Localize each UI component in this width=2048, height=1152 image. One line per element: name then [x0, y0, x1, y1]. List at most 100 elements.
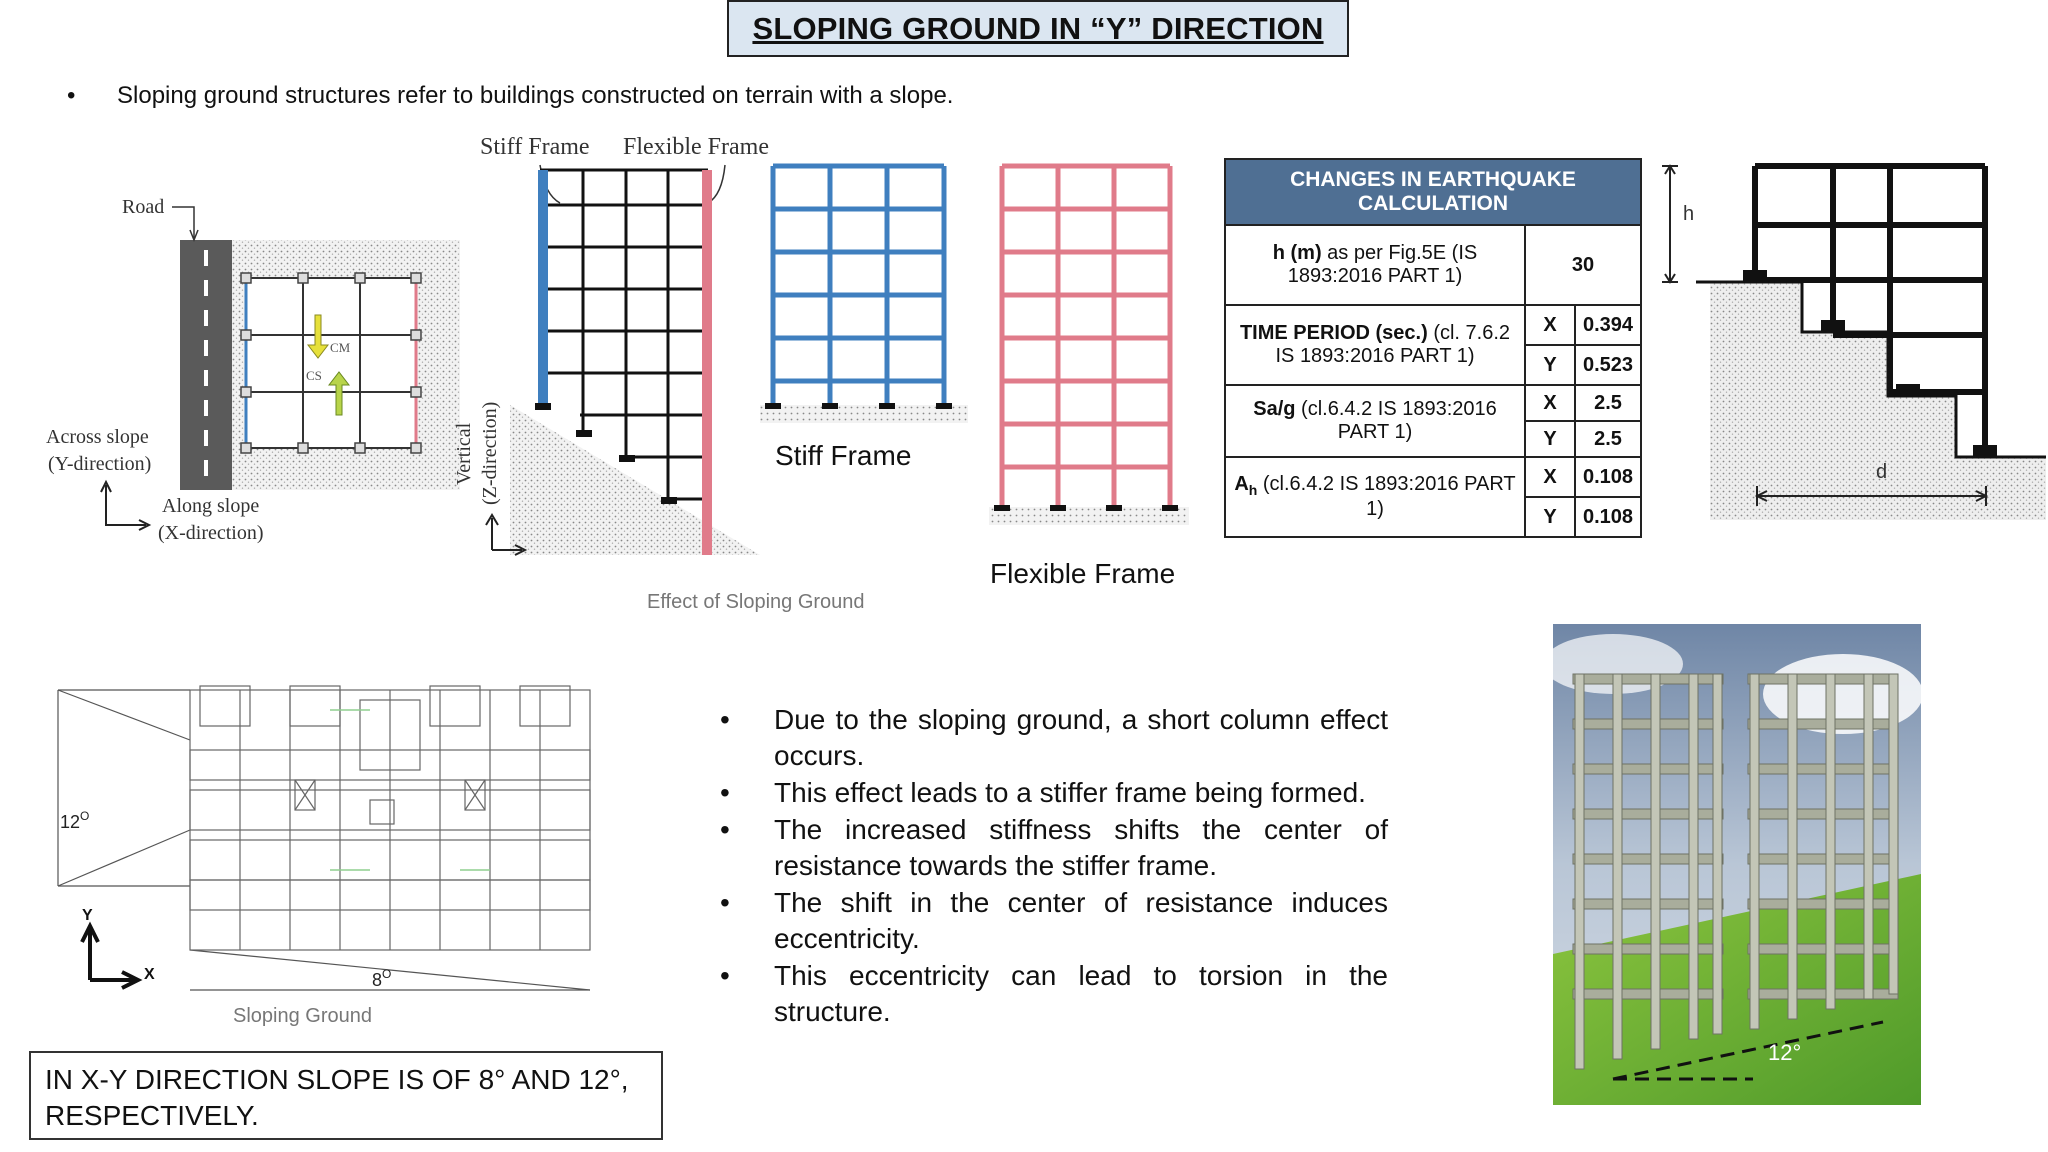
stiff-frame-label: Stiff Frame [775, 440, 912, 471]
building-columns [1574, 673, 1899, 1070]
effects-bullet-list: •Due to the sloping ground, a short colu… [720, 702, 1388, 1031]
axis-arrow-up [100, 479, 112, 493]
table-row: h (m) as per Fig.5E (IS 1893:2016 PART 1… [1224, 224, 1642, 306]
height-dimension [1662, 164, 1678, 284]
axis-y-label: Y [82, 907, 93, 924]
table-row: Ah (cl.6.4.2 IS 1893:2016 PART 1) X 0.10… [1224, 456, 1642, 538]
plan-caption: Sloping Ground [233, 1005, 372, 1027]
bullet-dot: • [67, 82, 76, 109]
bullet-dot: • [720, 887, 730, 918]
slope-angle-lines [1612, 1020, 1884, 1081]
road-label: Road [122, 196, 164, 218]
slope-note-box: IN X-Y DIRECTION SLOPE IS OF 8° AND 12°,… [29, 1051, 663, 1140]
angle-12-label: 12O [60, 809, 89, 832]
x-direction-label: (X-direction) [158, 522, 264, 544]
table-cell-value: 2.5 [1574, 384, 1642, 422]
flexible-column [702, 170, 712, 555]
road-strip [180, 240, 232, 490]
h-label: h [1683, 203, 1694, 225]
road-pointer-head [189, 229, 199, 243]
arrow-up-icon [327, 371, 351, 416]
bullet-dot: • [720, 704, 730, 735]
table-cell-label: Sa/g (cl.6.4.2 IS 1893:2016 PART 1) [1224, 384, 1526, 458]
stepped-soil [1710, 282, 2046, 520]
stepped-foundation-diagram: h d [1662, 163, 2046, 520]
stiff-frame-diagram [760, 163, 968, 423]
table-cell-axis: X [1524, 304, 1576, 346]
table-cell-value: 0.108 [1574, 496, 1642, 538]
ground [760, 405, 968, 423]
page-title: SLOPING GROUND IN “Y” DIRECTION [752, 10, 1324, 46]
axes-icon [80, 921, 143, 990]
ground [989, 507, 1189, 525]
table-cell-label: Ah (cl.6.4.2 IS 1893:2016 PART 1) [1224, 456, 1526, 538]
table-row: Sa/g (cl.6.4.2 IS 1893:2016 PART 1) X 2.… [1224, 384, 1642, 458]
axes-icon [485, 513, 528, 556]
list-item: •This eccentricity can lead to torsion i… [720, 958, 1388, 1030]
cm-label: CM [330, 340, 351, 355]
vertical-label: Vertical [453, 422, 475, 485]
footings [1743, 270, 1997, 457]
bullet-dot: • [720, 960, 730, 991]
table-cell-label: TIME PERIOD (sec.) (cl. 7.6.2 IS 1893:20… [1224, 304, 1526, 386]
table-cell-value: 0.108 [1574, 456, 1642, 498]
axis-arrow-right [138, 519, 152, 531]
table-cell-axis: X [1524, 456, 1576, 498]
column-markers [240, 272, 422, 454]
list-item: •Due to the sloping ground, a short colu… [720, 702, 1388, 774]
flexible-frame-grid [999, 163, 1173, 506]
along-slope-label: Along slope [162, 495, 259, 517]
table-cell-label: h (m) as per Fig.5E (IS 1893:2016 PART 1… [1224, 224, 1526, 306]
table-cell-value: 0.394 [1574, 304, 1642, 346]
render-angle-label: 12° [1768, 1040, 1801, 1065]
table-cell-value: 30 [1524, 224, 1642, 306]
building-floors [1572, 673, 1899, 1000]
slope-soil [510, 405, 760, 555]
building-render-image: 12° [1553, 624, 1921, 1105]
earthquake-table-wrap: CHANGES IN EARTHQUAKE CALCULATION h (m) … [1224, 158, 1642, 538]
intro-text: Sloping ground structures refer to build… [117, 82, 954, 109]
list-item: •This effect leads to a stiffer frame be… [720, 775, 1388, 811]
sloping-ground-plan-drawing: 12O 8O Y X [57, 685, 591, 991]
frame-on-slope-diagram: Stiff Frame Flexible Frame Vertical (Z-d… [453, 134, 769, 556]
bullet-dot: • [720, 814, 730, 845]
table-cell-axis: Y [1524, 420, 1576, 458]
slope-note-text: IN X-Y DIRECTION SLOPE IS OF 8° AND 12°,… [45, 1064, 629, 1131]
cs-label: CS [306, 368, 322, 383]
footings [765, 403, 952, 409]
accent-lines [330, 709, 490, 871]
table-row: Y 0.108 [1225, 496, 1642, 538]
figure-caption: Effect of Sloping Ground [647, 591, 865, 613]
bullet-dot: • [720, 777, 730, 808]
intro-bullet: • Sloping ground structures refer to buil… [67, 82, 953, 110]
slope-lines [57, 689, 591, 991]
across-slope-label: Across slope [46, 426, 149, 448]
width-dimension [1754, 486, 1989, 506]
flexible-frame-label: Flexible Frame [990, 558, 1176, 589]
list-item: •The shift in the center of resistance i… [720, 885, 1388, 957]
table-header: CHANGES IN EARTHQUAKE CALCULATION [1224, 158, 1642, 226]
flexible-frame-top-label: Flexible Frame [623, 134, 769, 160]
flexible-frame-diagram [989, 163, 1189, 525]
plan-with-road-diagram: CM CS Road Across slope (Y-direction) Al… [46, 196, 460, 544]
table-cell-value: 0.523 [1574, 344, 1642, 386]
list-item: •The increased stiffness shifts the cent… [720, 812, 1388, 884]
footings [535, 403, 677, 504]
table-cell-axis: Y [1524, 344, 1576, 386]
d-label: d [1876, 461, 1887, 483]
plan-grid [245, 277, 417, 449]
building-frame [1752, 163, 1988, 457]
footings [994, 505, 1178, 511]
frame-grid [540, 168, 708, 501]
stiff-column [538, 170, 548, 405]
stiff-frame-grid [770, 163, 947, 404]
floor-plan [189, 685, 591, 951]
y-direction-label: (Y-direction) [48, 453, 151, 475]
angle-8-label: 8O [372, 967, 391, 990]
table-row: TIME PERIOD (sec.) (cl. 7.6.2 IS 1893:20… [1224, 304, 1642, 386]
table-cell-value: 2.5 [1574, 420, 1642, 458]
title-box: SLOPING GROUND IN “Y” DIRECTION [727, 0, 1349, 57]
road-pointer [172, 206, 195, 238]
earthquake-table: CHANGES IN EARTHQUAKE CALCULATION h (m) … [1224, 158, 1642, 538]
axis-x-label: X [144, 966, 155, 983]
